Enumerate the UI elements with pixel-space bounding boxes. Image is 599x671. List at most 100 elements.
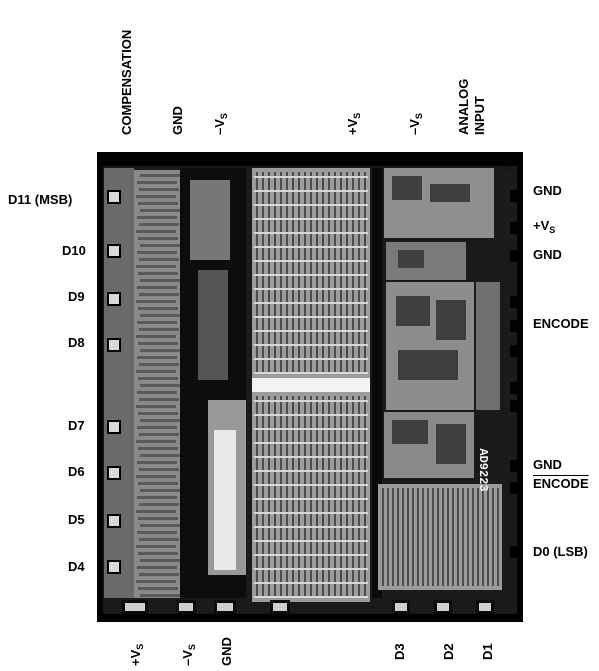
array-column: [310, 396, 312, 598]
array-column: [286, 396, 288, 598]
array-column: [262, 172, 264, 374]
array-row: [254, 246, 368, 248]
label-bottom-neg-vs: –VS: [180, 644, 197, 666]
label-d6: D6: [68, 464, 85, 479]
logic-row: [137, 391, 177, 394]
logic-row: [138, 377, 178, 380]
analog-cell: [392, 420, 428, 444]
array-column: [437, 488, 439, 586]
logic-row: [139, 433, 179, 436]
bond-pad: [510, 546, 522, 558]
array-row: [254, 372, 368, 374]
die-marking: AD9223: [476, 448, 490, 491]
bond-pad-metal: [479, 603, 491, 611]
array-midband: [252, 378, 370, 392]
array-column: [392, 488, 394, 586]
left-logic-texture: [136, 174, 180, 597]
bond-pad: [510, 400, 522, 412]
array-column: [447, 488, 449, 586]
bond-pad-metal: [109, 294, 119, 304]
logic-row: [137, 251, 177, 254]
logic-row: [140, 594, 180, 597]
array-column: [352, 172, 354, 374]
logic-row: [139, 258, 179, 261]
array-column: [457, 488, 459, 586]
label-d3: D3: [392, 643, 407, 660]
logic-row: [140, 244, 180, 247]
array-column: [256, 172, 258, 374]
label-top-gnd: GND: [170, 106, 185, 135]
array-column: [364, 172, 366, 374]
array-column: [387, 488, 389, 586]
logic-row: [136, 370, 176, 373]
array-column: [487, 488, 489, 586]
die-marking-small: ZDA: [502, 160, 510, 173]
logic-row: [138, 237, 178, 240]
logic-row: [138, 272, 178, 275]
analog-cell: [436, 424, 466, 464]
logic-row: [136, 580, 176, 583]
logic-row: [139, 398, 179, 401]
array-row: [254, 470, 368, 472]
top-bond-pads: [118, 152, 478, 164]
logic-row: [136, 195, 176, 198]
bond-pad: [142, 152, 152, 164]
bond-pad: [510, 250, 522, 262]
label-encode-bar: ENCODE: [533, 476, 589, 491]
logic-row: [139, 573, 179, 576]
array-column: [477, 488, 479, 586]
logic-row: [138, 342, 178, 345]
array-row: [254, 400, 368, 402]
array-column: [322, 396, 324, 598]
array-column: [417, 488, 419, 586]
array-row: [254, 512, 368, 514]
array-row: [254, 302, 368, 304]
array-row: [254, 358, 368, 360]
array-column: [334, 396, 336, 598]
bond-pad: [510, 222, 522, 234]
array-column: [432, 488, 434, 586]
array-column: [462, 488, 464, 586]
array-column: [452, 488, 454, 586]
logic-row: [136, 230, 176, 233]
label-d9: D9: [68, 289, 85, 304]
array-row: [254, 176, 368, 178]
analog-cell: [396, 296, 430, 326]
array-column: [364, 396, 366, 598]
array-column: [482, 488, 484, 586]
array-row: [254, 274, 368, 276]
bond-pad: [466, 152, 478, 164]
array-row: [254, 414, 368, 416]
bond-pad: [510, 482, 522, 494]
bond-pad-metal: [395, 603, 407, 611]
bus-circuit-1: [190, 180, 230, 260]
logic-row: [139, 328, 179, 331]
array-column: [328, 396, 330, 598]
logic-row: [137, 531, 177, 534]
analog-cell: [392, 176, 422, 200]
logic-row: [136, 545, 176, 548]
analog-cell: [398, 250, 424, 268]
array-column: [280, 172, 282, 374]
logic-row: [136, 265, 176, 268]
logic-row: [138, 482, 178, 485]
array-column: [304, 172, 306, 374]
bottom-bond-pads: [122, 600, 494, 614]
logic-row: [138, 587, 178, 590]
array-column: [274, 396, 276, 598]
bond-pad-metal: [125, 603, 145, 611]
array-column: [402, 488, 404, 586]
logic-row: [139, 363, 179, 366]
logic-row: [136, 510, 176, 513]
label-right-gnd-2: GND: [533, 247, 562, 262]
array-column: [292, 172, 294, 374]
logic-row: [136, 335, 176, 338]
logic-row: [140, 489, 180, 492]
array-row: [254, 526, 368, 528]
array-column: [442, 488, 444, 586]
label-encode: ENCODE: [533, 316, 589, 331]
label-d1: D1: [480, 643, 495, 660]
analog-cell: [398, 350, 458, 380]
logic-row: [138, 447, 178, 450]
